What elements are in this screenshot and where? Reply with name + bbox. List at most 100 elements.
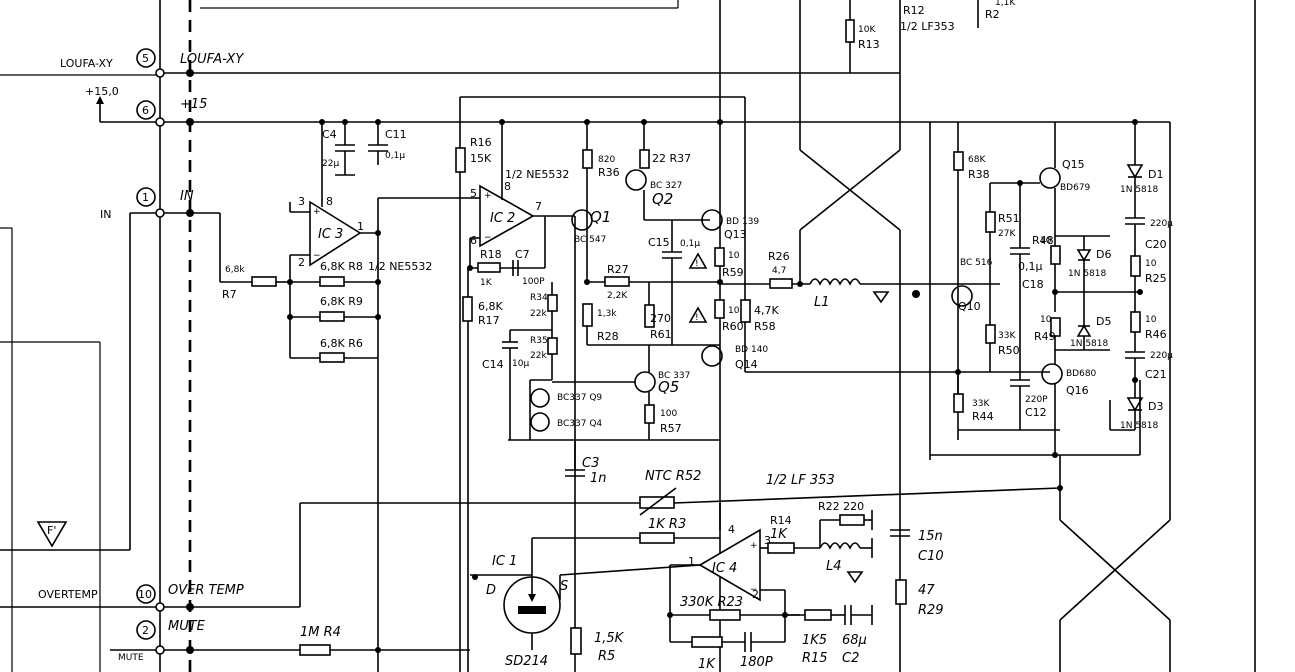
r26-value: 4,7	[772, 266, 786, 276]
r35-name: R35	[530, 336, 548, 346]
r28-value: 1,3k	[597, 309, 617, 319]
ntc-label: NTC R52	[645, 469, 701, 484]
d3-diode	[1126, 397, 1144, 412]
r25-value: 10	[1145, 259, 1157, 269]
r14-resistor	[767, 542, 795, 554]
ic1-name: IC 1	[492, 554, 517, 569]
r22-resistor	[839, 514, 865, 526]
q13-name: Q13	[724, 228, 747, 241]
r34-resistor	[547, 294, 558, 312]
c2-name: C2	[842, 651, 859, 666]
r27-resistor	[604, 276, 630, 287]
r60-name: R60	[722, 320, 744, 333]
svg-text:−: −	[484, 233, 492, 243]
c3-name: C3	[582, 456, 599, 471]
r59-value: 10	[728, 251, 740, 261]
r38-value: 68K	[968, 155, 986, 165]
ic2-pin5: 5	[470, 187, 477, 200]
r36-name: R36	[598, 166, 620, 179]
l4-inductor	[819, 542, 861, 550]
q15-type: BD679	[1060, 183, 1091, 193]
ic4-pin2: 2	[752, 588, 759, 601]
r23-resistor	[709, 609, 741, 621]
warning-triangle-icon	[688, 252, 708, 269]
r13-resistor	[845, 19, 855, 43]
c15-value: 0,1µ	[680, 239, 700, 249]
r27-value: 2,2K	[607, 291, 628, 301]
r13-value: 10K	[858, 25, 876, 35]
r18-value: 1K	[480, 278, 493, 288]
pin-5-number: 5	[142, 52, 149, 65]
c7-value: 100P	[522, 277, 545, 287]
r36-value: 820	[598, 155, 615, 165]
overtemp-right-label: OVER TEMP	[168, 583, 244, 598]
in-right-label: IN	[180, 189, 194, 204]
r50-resistor	[985, 324, 996, 344]
ic3-pin2: 2	[298, 256, 305, 269]
q10-type: BC 516	[960, 258, 993, 268]
lf353-mid-label: 1/2 LF 353	[766, 473, 835, 488]
r38-resistor	[953, 151, 964, 171]
r61-name: R61	[650, 328, 672, 341]
ic3-pin3: 3	[298, 195, 305, 208]
r37-resistor	[639, 149, 650, 169]
d6-type: 1N 5818	[1068, 269, 1106, 279]
r51-name: R51	[998, 212, 1020, 225]
r17-resistor	[462, 296, 473, 322]
ic3-pin1: 1	[357, 220, 364, 233]
q13-transistor	[701, 209, 723, 231]
f-prime-label: F'	[47, 524, 56, 537]
r28-name: R28	[597, 330, 619, 343]
d3-name: D3	[1148, 400, 1163, 413]
r17-value: 6,8K	[478, 300, 503, 313]
q14-type: BD 140	[735, 345, 768, 355]
c4-value: 22µ	[322, 159, 339, 169]
ic4-pin3: 3	[764, 534, 771, 547]
output-stage: 68K R38 R51 27K 0,1µ C18 BC 516 Q10 33K …	[929, 119, 1173, 672]
pin-5-marker	[136, 48, 156, 68]
r16-name: R16	[470, 136, 492, 149]
c11-name: C11	[385, 128, 407, 141]
r15-resistor	[804, 609, 832, 621]
r4-resistor	[299, 644, 331, 656]
ground-triangle-icon-2	[846, 571, 864, 584]
r57-resistor	[644, 404, 655, 424]
r29-name: R29	[918, 603, 944, 618]
d6-name: D6	[1096, 248, 1111, 261]
c20-value: 220µ	[1150, 219, 1173, 229]
r35-value: 22k	[530, 351, 547, 361]
r49-value: 10	[1040, 315, 1052, 325]
mute-left-label: MUTE	[118, 653, 144, 663]
c15-name: C15	[648, 236, 670, 249]
d1-name: D1	[1148, 168, 1163, 181]
svg-text:−: −	[313, 251, 321, 261]
r28-resistor	[582, 303, 593, 327]
q1-transistor	[571, 209, 593, 231]
q5-transistor	[634, 371, 656, 393]
ic2-pin7: 7	[535, 200, 542, 213]
r7-value: 6,8k	[225, 265, 245, 275]
r44-resistor	[953, 393, 964, 413]
d1-type: 1N 5818	[1120, 185, 1158, 195]
ic2-pin6: 6	[470, 234, 477, 247]
c-bottom-value: 180P	[740, 655, 773, 670]
r7-resistor	[251, 276, 277, 287]
lf353-top-label: 1/2 LF353	[900, 20, 955, 33]
r44-value: 33K	[972, 399, 990, 409]
r60-value: 10	[728, 306, 740, 316]
r58-name: R58	[754, 320, 776, 333]
r13-name: R13	[858, 38, 880, 51]
d1-diode	[1126, 164, 1144, 179]
plus15-left-label: +15,0	[85, 85, 119, 98]
svg-text:−: −	[750, 585, 758, 595]
ic3-stage: 6,8k R7 IC 3 + − 3 2 8 1 6,8K R8 6,8K R9…	[220, 119, 470, 672]
top-area: 10K R13 R12 1/2 LF353 1,1K R2	[200, 0, 1256, 672]
svg-text:+: +	[750, 541, 758, 551]
d5-name: D5	[1096, 315, 1111, 328]
r29-value: 47	[918, 583, 935, 598]
r15-name: R15	[802, 651, 828, 666]
r7-name: R7	[222, 288, 237, 301]
r5-value: 1,5K	[594, 631, 625, 646]
r60-resistor	[714, 299, 725, 319]
ic2-pin8: 8	[504, 180, 511, 193]
